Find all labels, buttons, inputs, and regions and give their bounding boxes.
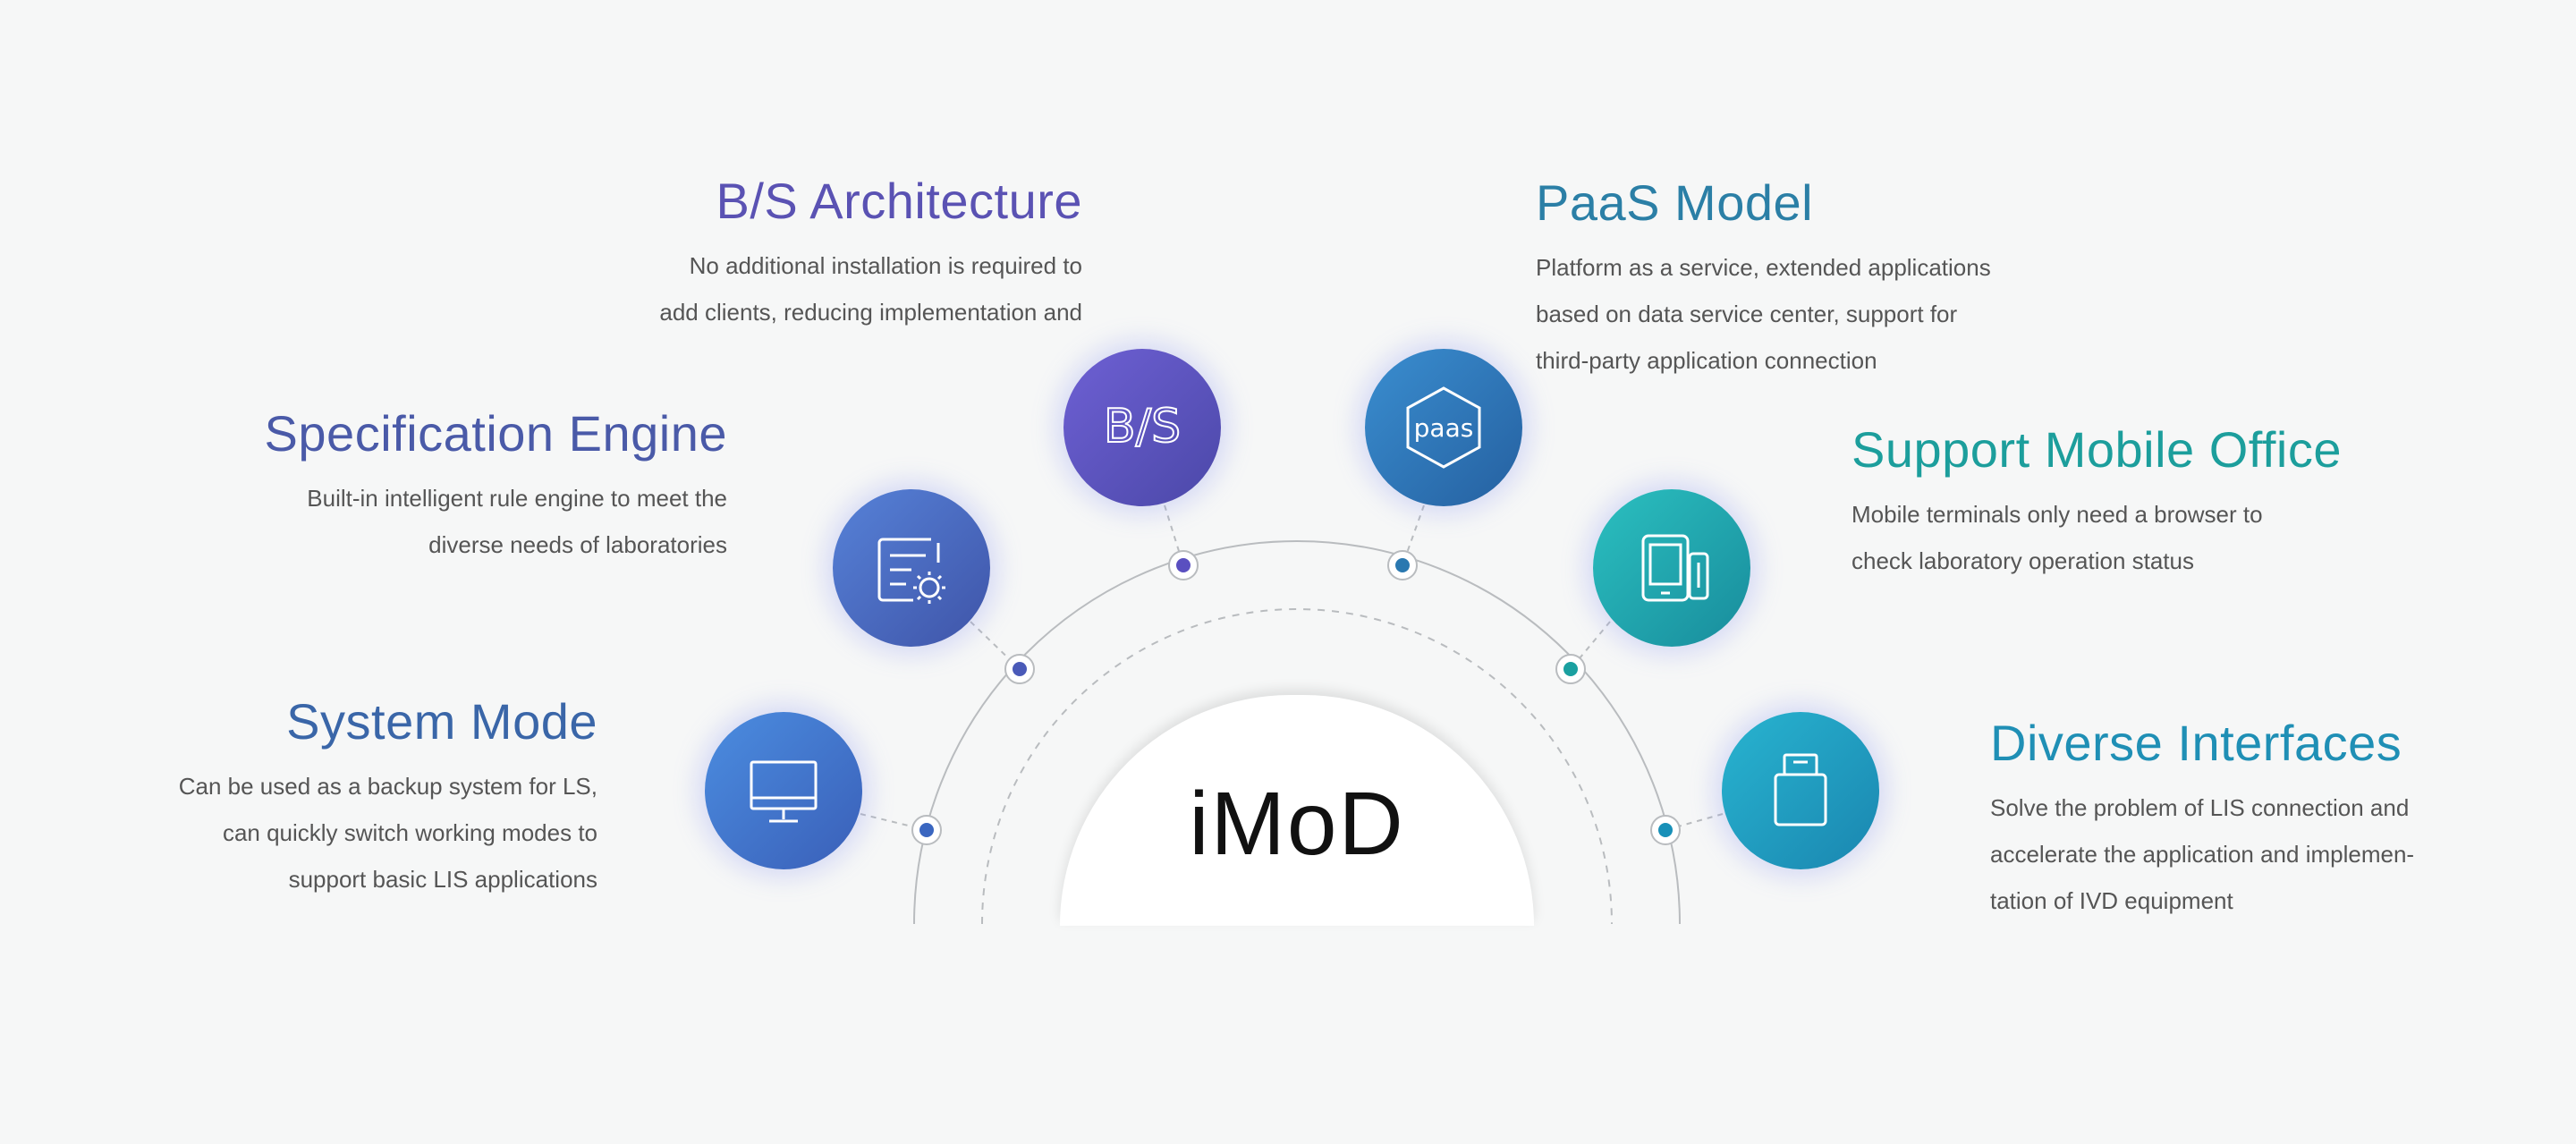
bs-text-icon: B/S xyxy=(1103,399,1182,454)
feature-desc-line: third-party application connection xyxy=(1536,347,1877,374)
feature-desc-line: Mobile terminals only need a browser to xyxy=(1852,501,2263,528)
paas-model-bubble: paas xyxy=(1365,349,1522,506)
feature-diverse-interfaces: Diverse Interfaces Solve the problem of … xyxy=(1990,714,2414,924)
outer-arc xyxy=(913,540,1681,925)
feature-desc-line: check laboratory operation status xyxy=(1852,547,2194,574)
feature-title: B/S Architecture xyxy=(716,173,1082,229)
feature-desc-line: tation of IVD equipment xyxy=(1990,887,2233,914)
feature-title: Diverse Interfaces xyxy=(1990,715,2402,771)
system-mode-bubble xyxy=(705,712,862,869)
feature-system-mode: System Mode Can be used as a backup syst… xyxy=(179,692,597,902)
arc-dots xyxy=(911,550,1681,845)
feature-desc-line: Built-in intelligent rule engine to meet… xyxy=(307,485,727,512)
feature-title: Specification Engine xyxy=(264,405,727,462)
feature-desc-line: based on data service center, support fo… xyxy=(1536,301,1958,327)
usb-icon xyxy=(1774,753,1827,826)
svg-text:B/S: B/S xyxy=(1104,400,1181,453)
feature-desc-line: Platform as a service, extended applicat… xyxy=(1536,254,1991,281)
feature-title: PaaS Model xyxy=(1536,174,1814,231)
feature-bs-architecture: B/S Architecture No additional installat… xyxy=(659,172,1082,335)
feature-desc-line: support basic LIS applications xyxy=(288,866,597,893)
feature-title: System Mode xyxy=(286,693,597,750)
feature-desc-line: accelerate the application and implemen- xyxy=(1990,841,2415,868)
bs-architecture-bubble: B/S xyxy=(1063,349,1221,506)
feature-desc-line: Solve the problem of LIS connection and xyxy=(1990,794,2410,821)
feature-desc-line: No additional installation is required t… xyxy=(689,252,1082,279)
monitor-icon xyxy=(750,760,818,823)
feature-specification-engine: Specification Engine Built-in intelligen… xyxy=(265,404,727,568)
feature-desc-line: add clients, reducing implementation and xyxy=(659,299,1082,326)
spec-engine-bubble xyxy=(833,489,990,647)
mobile-devices-icon xyxy=(1641,534,1709,602)
inner-dashed-arc xyxy=(981,608,1613,925)
diverse-interfaces-bubble xyxy=(1722,712,1879,869)
feature-desc-line: Can be used as a backup system for LS, xyxy=(178,773,597,800)
document-gear-icon xyxy=(877,538,945,604)
center-label: iMoD xyxy=(1189,773,1405,874)
feature-desc-line: diverse needs of laboratories xyxy=(428,531,727,558)
feature-support-mobile-office: Support Mobile Office Mobile terminals o… xyxy=(1852,420,2342,584)
mobile-office-bubble xyxy=(1593,489,1750,647)
paas-hexagon-icon: paas xyxy=(1406,386,1481,469)
feature-desc-line: can quickly switch working modes to xyxy=(222,819,597,846)
feature-paas-model: PaaS Model Platform as a service, extend… xyxy=(1536,174,1991,384)
feature-title: Support Mobile Office xyxy=(1852,421,2342,478)
svg-text:paas: paas xyxy=(1414,413,1474,443)
